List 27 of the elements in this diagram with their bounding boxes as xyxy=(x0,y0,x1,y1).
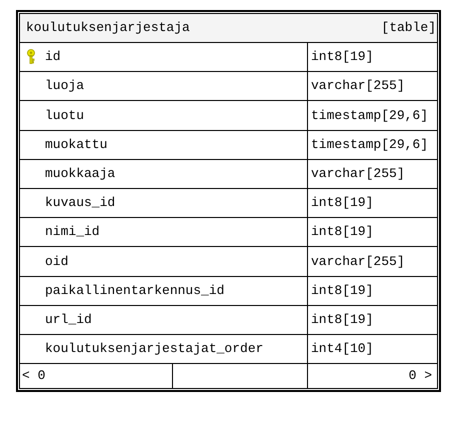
data-type: timestamp[29,6] xyxy=(311,108,428,124)
data-type: int8[19] xyxy=(311,283,374,299)
table-name: koulutuksenjarjestaja xyxy=(26,20,190,36)
column-name: oid xyxy=(45,254,68,270)
column-name: luoja xyxy=(45,78,84,94)
column-name: paikallinentarkennus_id xyxy=(45,283,224,299)
column-name: kuvaus_id xyxy=(45,195,116,211)
column-name: url_id xyxy=(45,312,92,328)
data-type: int8[19] xyxy=(311,195,374,211)
column-name: koulutuksenjarjestajat_order xyxy=(45,341,264,357)
column-name: muokattu xyxy=(45,137,108,153)
parent-count: < 0 xyxy=(22,368,46,384)
data-type: int8[19] xyxy=(311,312,374,328)
column-name: muokkaaja xyxy=(45,166,116,182)
data-type: varchar[255] xyxy=(311,78,405,94)
table-type-label: [table] xyxy=(381,20,436,36)
child-count: 0 > xyxy=(408,368,432,384)
column-name: id xyxy=(45,49,61,65)
column-name: nimi_id xyxy=(45,224,100,240)
data-type: varchar[255] xyxy=(311,166,405,182)
data-type: varchar[255] xyxy=(311,254,405,270)
data-type: int8[19] xyxy=(311,224,374,240)
table-box xyxy=(16,10,441,392)
column-name: luotu xyxy=(45,108,84,124)
data-type: timestamp[29,6] xyxy=(311,137,428,153)
data-type: int4[10] xyxy=(311,341,374,357)
data-type: int8[19] xyxy=(311,49,374,65)
